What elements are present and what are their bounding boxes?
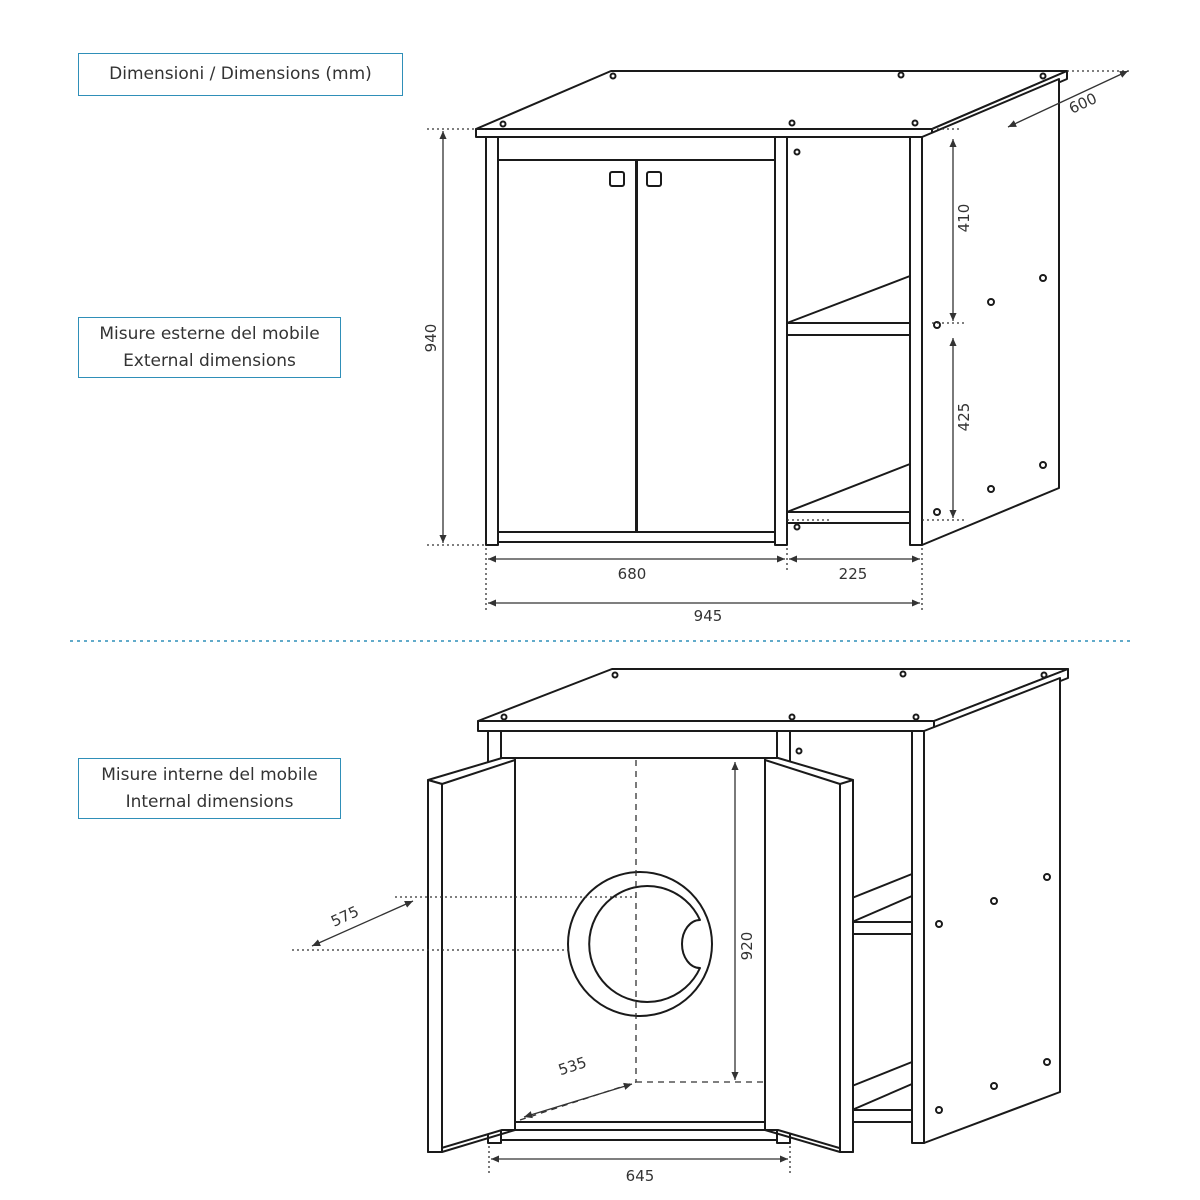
internal-dimension-lines: [292, 760, 791, 1175]
external-middle-shelf: [786, 275, 911, 324]
external-cabinet-drawing: [475, 70, 1068, 546]
dim-internal-width-645: 645: [626, 1167, 655, 1185]
dim-internal-height-920: 920: [738, 932, 756, 961]
dim-shelf-width-225: 225: [839, 565, 868, 583]
dim-height-940: 940: [422, 324, 440, 353]
external-left-door: [497, 159, 637, 533]
external-label-italian: Misure esterne del mobile: [99, 324, 320, 344]
internal-label-italian: Misure interne del mobile: [101, 765, 318, 785]
title-text: Dimensioni / Dimensions (mm): [109, 64, 372, 84]
washing-machine-door-inner: [588, 885, 701, 1003]
internal-side-panel: [923, 677, 1061, 1144]
dim-cabinet-width-680: 680: [618, 565, 647, 583]
external-side-panel: [921, 78, 1060, 546]
external-dimensions-label: Misure esterne del mobile External dimen…: [78, 317, 341, 378]
dim-lower-shelf-425: 425: [955, 403, 973, 432]
external-bottom-shelf: [786, 463, 911, 513]
external-right-upright: [909, 136, 923, 546]
external-right-handle: [646, 171, 662, 187]
external-middle-upright: [774, 136, 788, 546]
dim-upper-shelf-410: 410: [955, 204, 973, 233]
external-left-upright: [485, 136, 499, 546]
external-left-handle: [609, 171, 625, 187]
external-label-english: External dimensions: [123, 351, 296, 371]
dim-depth-600: 600: [1066, 89, 1100, 117]
internal-label-english: Internal dimensions: [125, 792, 294, 812]
internal-dimensions-label: Misure interne del mobile Internal dimen…: [78, 758, 341, 819]
external-dimension-lines: [427, 70, 1130, 612]
internal-cabinet-drawing: [427, 668, 1069, 1153]
title-label: Dimensioni / Dimensions (mm): [78, 53, 403, 96]
external-top-front-edge: [475, 128, 933, 138]
dim-total-width-945: 945: [694, 607, 723, 625]
external-dimension-values: 940 410 425 680 225 945 600: [422, 89, 1100, 625]
external-right-door: [636, 159, 776, 533]
